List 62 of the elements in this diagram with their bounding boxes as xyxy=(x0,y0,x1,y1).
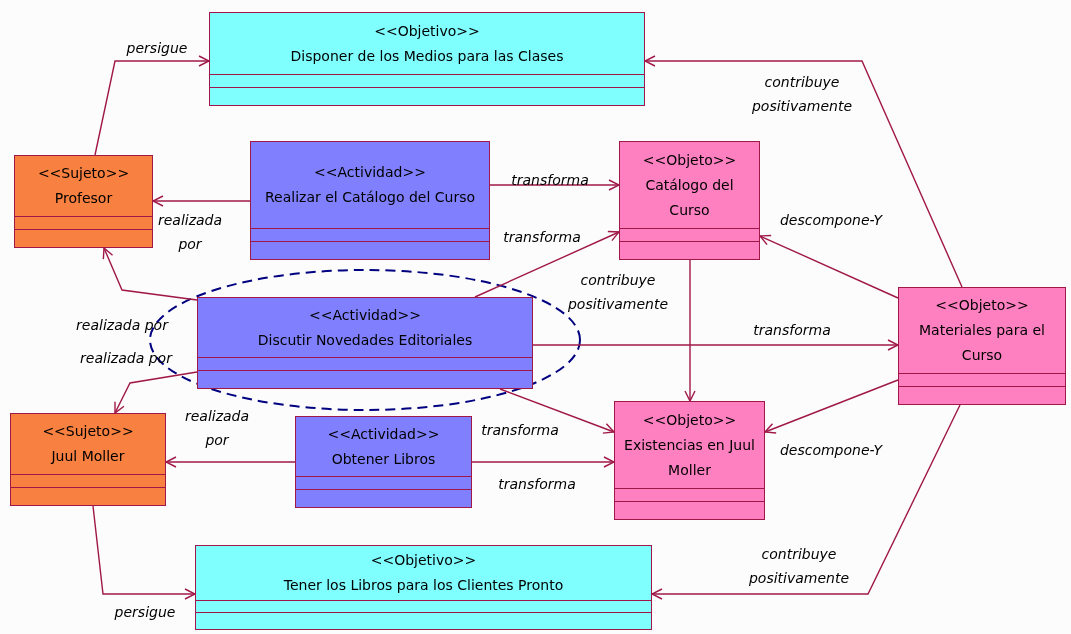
class-name: Tener los Libros para los Clientes Pronto xyxy=(283,576,564,595)
arrow xyxy=(102,247,198,301)
class-name: Catálogo del Curso xyxy=(644,175,735,220)
arrow xyxy=(474,230,620,298)
class-box xyxy=(209,12,645,106)
arrow xyxy=(165,456,296,468)
class-box xyxy=(614,401,765,520)
arrow xyxy=(152,195,251,207)
arrow xyxy=(489,179,620,191)
stereotype-label: <<Actividad>> xyxy=(314,163,426,182)
arrow xyxy=(92,505,196,600)
stereotype-label: <<Objeto>> xyxy=(642,410,737,430)
edge-label: realizada por xyxy=(156,211,224,254)
stereotype-label: <<Actividad>> xyxy=(309,305,421,325)
class-box xyxy=(10,413,166,506)
class-name: Realizar el Catálogo del Curso xyxy=(264,188,475,207)
class-box xyxy=(619,141,760,260)
arrow xyxy=(684,259,696,402)
class-box xyxy=(898,287,1066,405)
stereotype-label: <<Objetivo>> xyxy=(370,551,477,570)
class-name: Materiales para el Curso xyxy=(918,321,1046,365)
class-name: Existencias en Juul Moller xyxy=(623,435,756,480)
stereotype-label: <<Sujeto>> xyxy=(37,164,130,183)
class-name: Obtener Libros xyxy=(331,449,436,469)
edge-label: transforma xyxy=(497,475,577,494)
edge-label: contribuye positivamente xyxy=(750,73,854,116)
class-box xyxy=(250,141,490,260)
class-box xyxy=(197,297,533,389)
arrow xyxy=(499,388,615,434)
arrow xyxy=(644,55,963,288)
arrow xyxy=(94,55,210,156)
stereotype-label: <<Objetivo>> xyxy=(374,21,480,41)
arrow xyxy=(471,456,615,468)
class-box xyxy=(14,155,153,248)
edge-label: persigue xyxy=(113,603,177,622)
edge-label: contribuye positivamente xyxy=(566,271,670,314)
edge-label: descompone-Y xyxy=(778,441,884,460)
edge-label: realizada por xyxy=(183,407,251,450)
stereotype-label: <<Objeto>> xyxy=(642,150,737,170)
arrow xyxy=(651,404,961,600)
class-box xyxy=(295,416,472,508)
edge-label: contribuye positivamente xyxy=(747,545,851,588)
edge-label: persigue xyxy=(125,39,189,58)
edge-label: transforma xyxy=(510,171,590,190)
edge-label: realizada por xyxy=(79,349,174,368)
edge-label: transforma xyxy=(502,228,582,247)
edge-label: descompone-Y xyxy=(778,211,884,230)
edge-label: realizada por xyxy=(75,316,170,335)
edge-label: transforma xyxy=(480,421,560,440)
class-name: Juul Moller xyxy=(51,447,125,466)
arrow xyxy=(114,371,198,414)
edge-label: transforma xyxy=(752,321,832,340)
class-name: Discutir Novedades Editoriales xyxy=(257,330,473,350)
stereotype-label: <<Sujeto>> xyxy=(42,422,134,441)
arrow xyxy=(759,234,899,299)
stereotype-label: <<Actividad>> xyxy=(327,424,440,444)
class-name: Profesor xyxy=(54,189,113,208)
arrow xyxy=(532,339,899,351)
class-name: Disponer de los Medios para las Clases xyxy=(290,46,564,66)
arrow xyxy=(764,379,899,434)
stereotype-label: <<Objeto>> xyxy=(935,296,1029,315)
class-box xyxy=(195,545,652,630)
